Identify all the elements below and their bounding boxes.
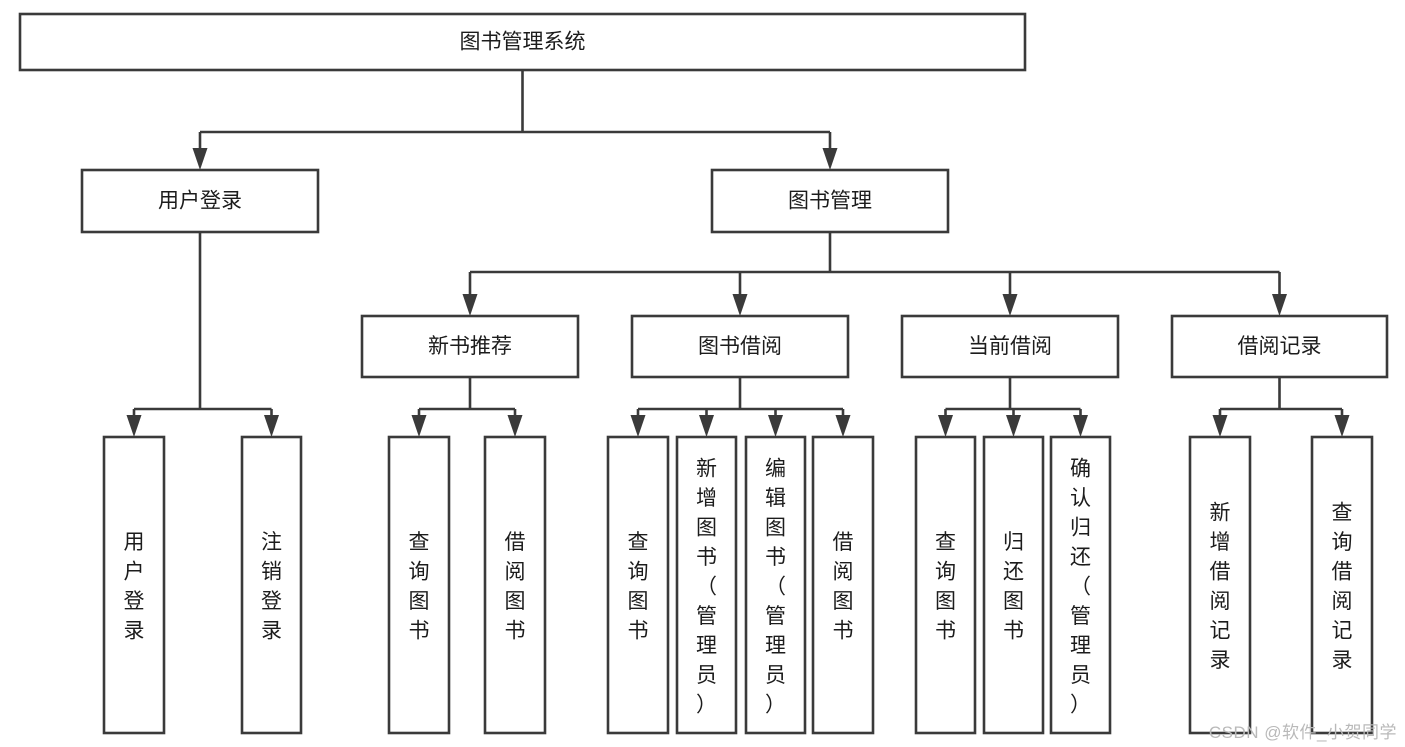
node-leaf-11-rect[interactable] xyxy=(1188,435,1252,735)
node-l2-0[interactable]: 新书推荐 xyxy=(360,314,580,379)
arrow-head xyxy=(1272,294,1287,316)
node-leaf-12-rect[interactable] xyxy=(1310,435,1374,735)
arrow-head xyxy=(822,148,838,170)
node-leaf-8-rect[interactable] xyxy=(914,435,977,735)
node-leaf-12-label: 查询借阅记录 xyxy=(1332,502,1353,673)
arrow-head xyxy=(1212,415,1228,437)
node-leaf-1-label: 注销登录 xyxy=(261,531,282,643)
node-leaf-3-label: 借阅图书 xyxy=(505,531,526,643)
node-l2-0-label: 新书推荐 xyxy=(428,335,512,358)
node-l1-1-label: 图书管理 xyxy=(788,190,872,213)
node-l2-2-rect[interactable] xyxy=(900,314,1120,379)
node-leaf-11-label: 新增借阅记录 xyxy=(1210,502,1231,673)
node-leaf-6-rect[interactable] xyxy=(744,435,807,735)
node-l1-0[interactable]: 用户登录 xyxy=(80,168,320,234)
node-l2-2[interactable]: 当前借阅 xyxy=(900,314,1120,379)
node-l2-3[interactable]: 借阅记录 xyxy=(1170,314,1389,379)
node-leaf-10-rect[interactable] xyxy=(1049,435,1112,735)
arrow-head xyxy=(732,294,748,316)
node-leaf-2[interactable]: 查询图书 xyxy=(387,435,451,735)
node-l1-0-rect[interactable] xyxy=(80,168,320,234)
node-l1-0-label: 用户登录 xyxy=(158,190,242,213)
node-leaf-7[interactable]: 借阅图书 xyxy=(811,435,875,735)
node-root-图书管理系统[interactable]: 图书管理系统 xyxy=(18,12,1027,72)
arrow-head xyxy=(507,415,523,437)
node-l1-1[interactable]: 图书管理 xyxy=(710,168,950,234)
node-leaf-2-rect[interactable] xyxy=(387,435,451,735)
node-leaf-0-label: 用户登录 xyxy=(124,531,145,643)
node-leaf-5-rect[interactable] xyxy=(675,435,738,735)
arrow-head xyxy=(630,415,646,437)
connectors-layer xyxy=(126,70,1350,437)
node-leaf-10[interactable]: 确认归还（管理员） xyxy=(1049,435,1112,735)
node-leaf-12[interactable]: 查询借阅记录 xyxy=(1310,435,1374,735)
arrow-head xyxy=(411,415,427,437)
node-root-图书管理系统-rect[interactable] xyxy=(18,12,1027,72)
node-leaf-4-label: 查询图书 xyxy=(628,531,649,643)
node-leaf-9[interactable]: 归还图书 xyxy=(982,435,1045,735)
node-leaf-4[interactable]: 查询图书 xyxy=(606,435,670,735)
node-leaf-6[interactable]: 编辑图书（管理员） xyxy=(744,435,807,735)
node-l2-1[interactable]: 图书借阅 xyxy=(630,314,850,379)
node-leaf-11[interactable]: 新增借阅记录 xyxy=(1188,435,1252,735)
node-l2-0-rect[interactable] xyxy=(360,314,580,379)
node-leaf-7-rect[interactable] xyxy=(811,435,875,735)
node-leaf-0[interactable]: 用户登录 xyxy=(102,435,166,735)
node-leaf-10-label: 确认归还（管理员） xyxy=(1070,457,1091,716)
arrow-head xyxy=(192,148,208,170)
node-leaf-1-rect[interactable] xyxy=(240,435,303,735)
arrow-head xyxy=(768,415,783,437)
arrow-head xyxy=(938,415,953,437)
arrow-head xyxy=(835,415,851,437)
node-leaf-9-label: 归还图书 xyxy=(1003,531,1024,643)
node-leaf-3[interactable]: 借阅图书 xyxy=(483,435,547,735)
node-l1-1-rect[interactable] xyxy=(710,168,950,234)
arrow-head xyxy=(1002,294,1018,316)
node-l2-2-label: 当前借阅 xyxy=(968,335,1052,358)
node-l2-1-rect[interactable] xyxy=(630,314,850,379)
node-leaf-5-label: 新增图书（管理员） xyxy=(696,457,717,716)
node-leaf-2-label: 查询图书 xyxy=(409,531,430,643)
node-leaf-5[interactable]: 新增图书（管理员） xyxy=(675,435,738,735)
node-leaf-1[interactable]: 注销登录 xyxy=(240,435,303,735)
node-leaf-8[interactable]: 查询图书 xyxy=(914,435,977,735)
node-l2-3-label: 借阅记录 xyxy=(1238,335,1322,358)
arrow-head xyxy=(126,415,142,437)
node-leaf-3-rect[interactable] xyxy=(483,435,547,735)
arrow-head xyxy=(264,415,279,437)
node-leaf-0-rect[interactable] xyxy=(102,435,166,735)
node-root-图书管理系统-label: 图书管理系统 xyxy=(460,31,586,54)
arrow-head xyxy=(1334,415,1350,437)
nodes-layer: 图书管理系统用户登录图书管理新书推荐图书借阅当前借阅借阅记录用户登录注销登录查询… xyxy=(18,12,1389,735)
node-leaf-6-label: 编辑图书（管理员） xyxy=(765,457,786,716)
arrow-head xyxy=(1006,415,1021,437)
arrow-head xyxy=(1073,415,1088,437)
node-l2-1-label: 图书借阅 xyxy=(698,335,782,358)
node-leaf-7-label: 借阅图书 xyxy=(833,531,854,643)
node-l2-3-rect[interactable] xyxy=(1170,314,1389,379)
arrow-head xyxy=(462,294,478,316)
node-leaf-8-label: 查询图书 xyxy=(935,531,956,643)
node-leaf-9-rect[interactable] xyxy=(982,435,1045,735)
arrow-head xyxy=(699,415,714,437)
node-leaf-4-rect[interactable] xyxy=(606,435,670,735)
